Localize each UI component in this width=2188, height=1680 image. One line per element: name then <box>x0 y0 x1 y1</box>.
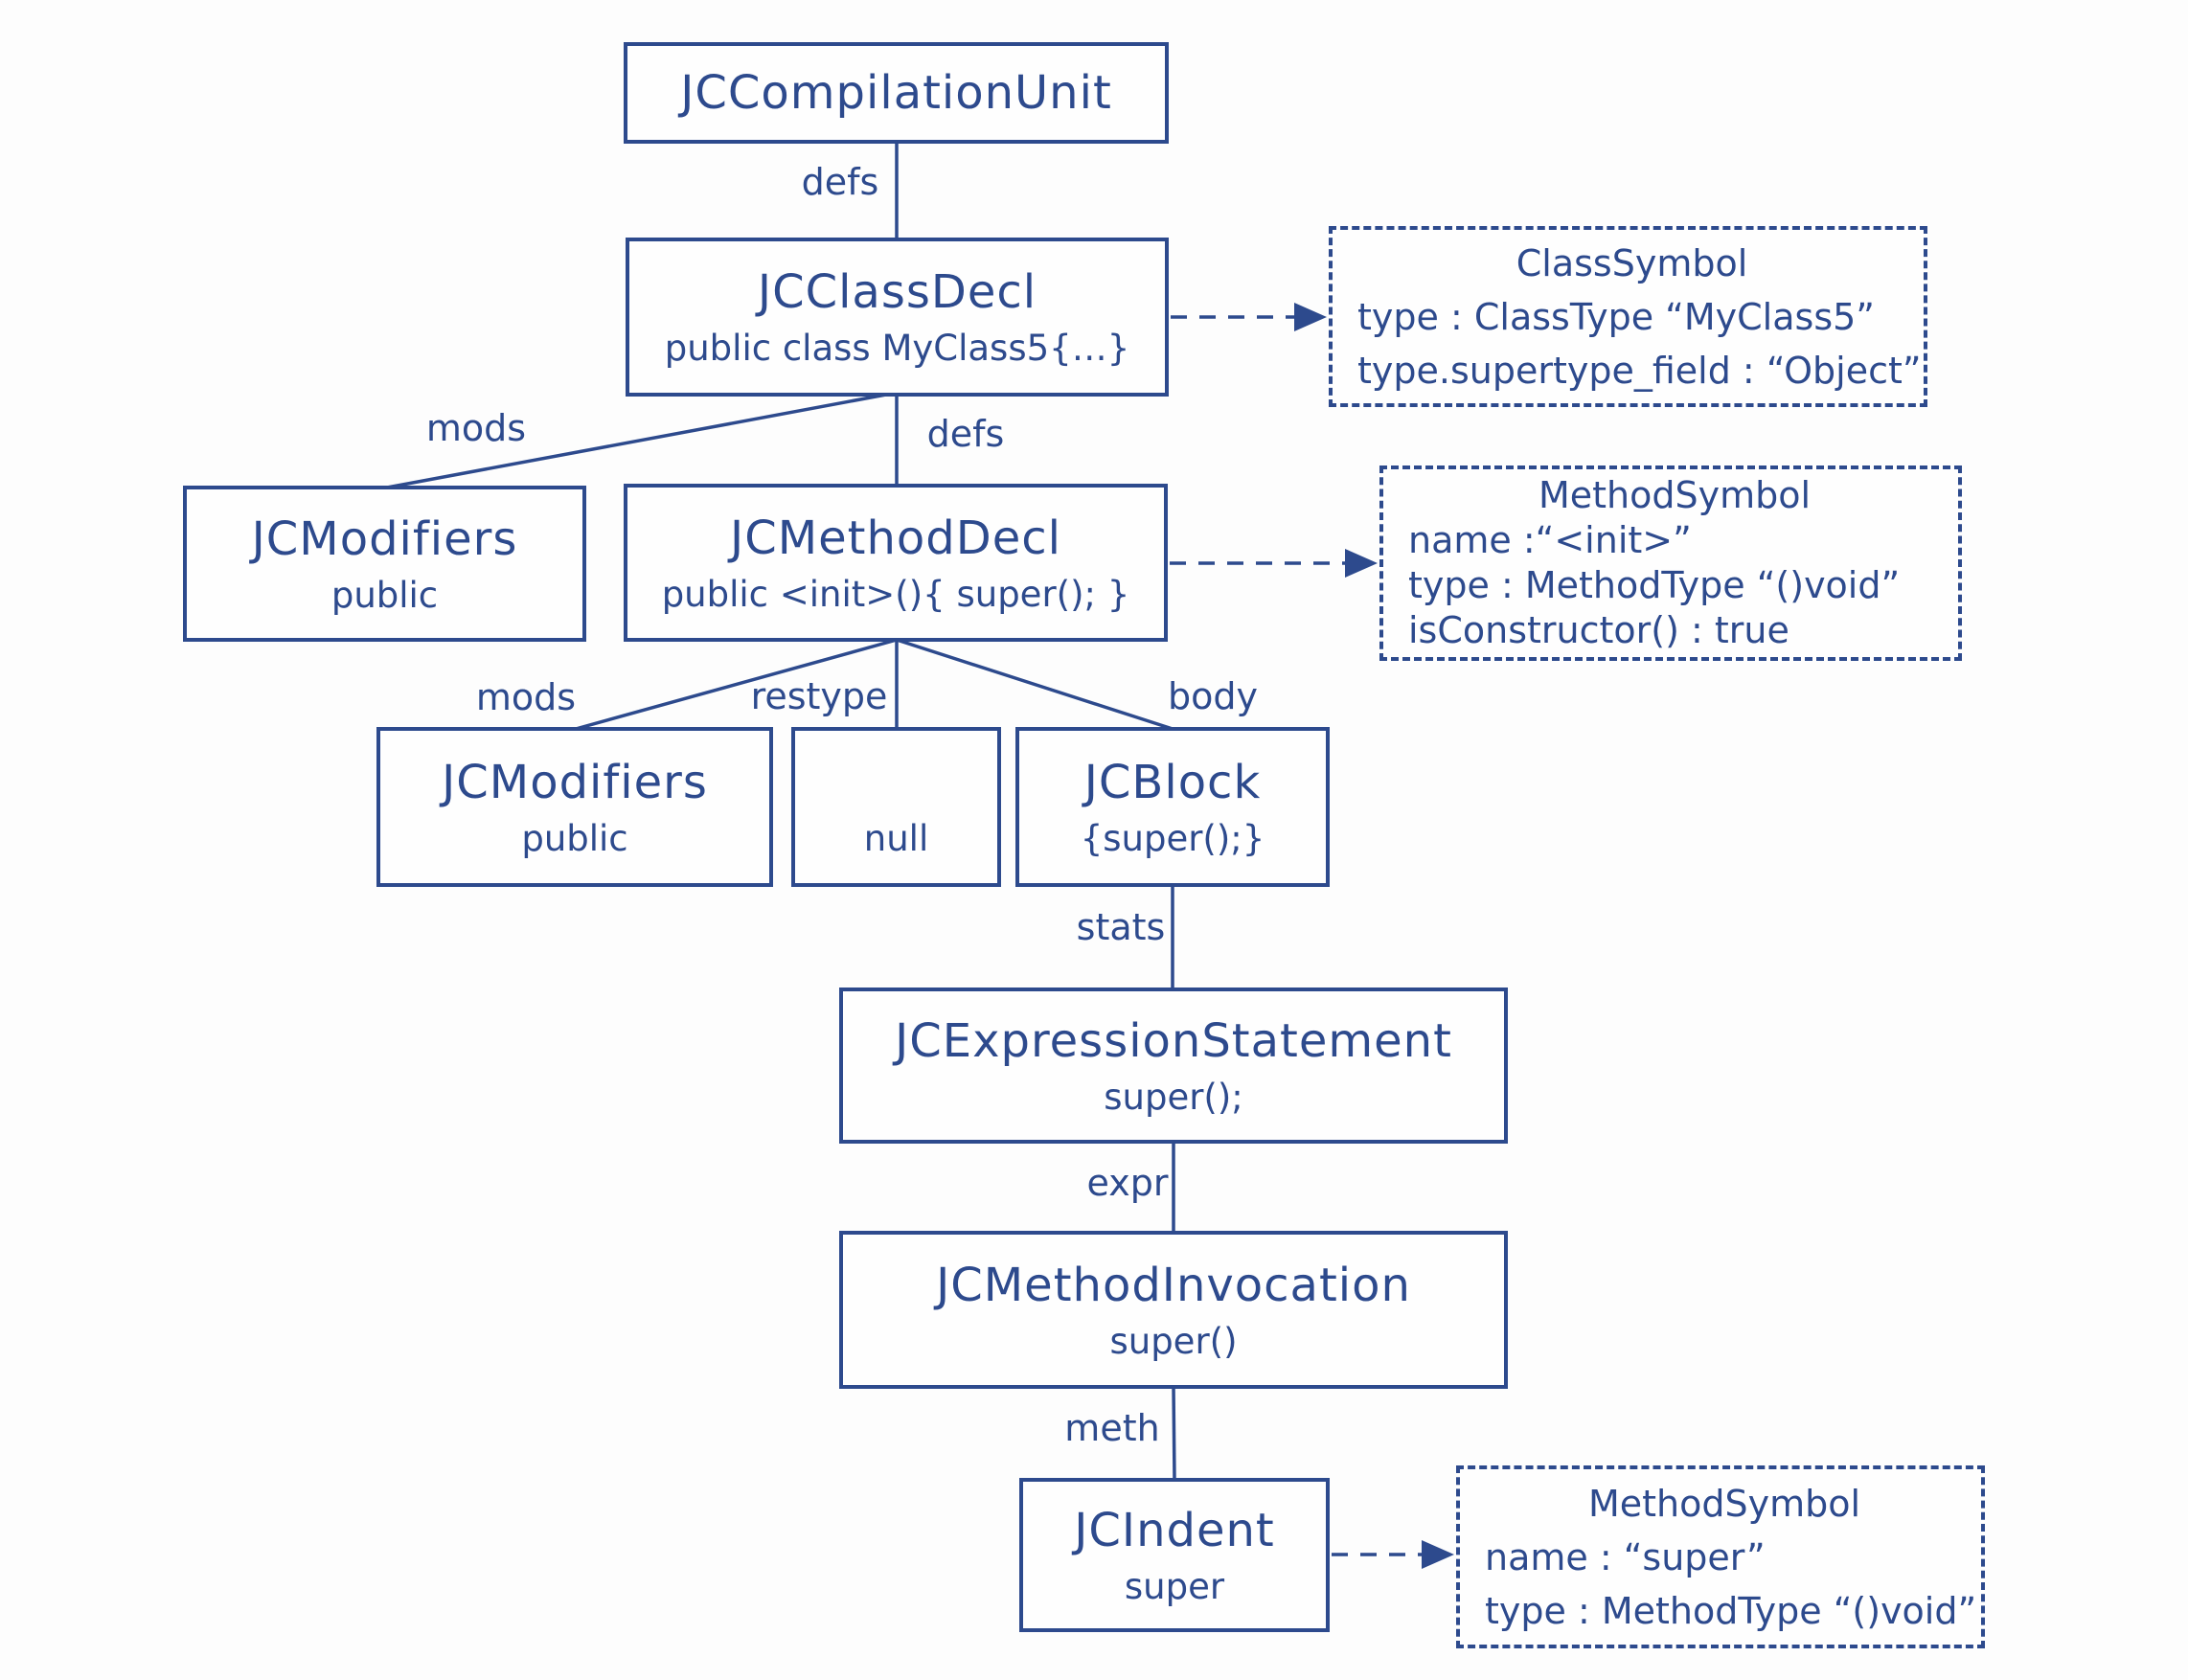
symbol-line: type : MethodType “()void” <box>1485 1589 1977 1632</box>
node-jcblock: JCBlock {super();} <box>1015 727 1330 887</box>
node-title: JCBlock <box>1083 755 1262 809</box>
edge-label-restype: restype <box>750 675 888 717</box>
node-title: JCModifiers <box>251 511 518 566</box>
edge-label-expr: expr <box>1086 1162 1169 1204</box>
symbol-line: type : MethodType “()void” <box>1408 564 1901 606</box>
arrowhead-method-symbol-super <box>1422 1540 1454 1569</box>
node-title: JCClassDecl <box>757 265 1037 319</box>
node-jcmethodinvocation: JCMethodInvocation super() <box>839 1231 1508 1389</box>
symbol-title: ClassSymbol <box>1516 241 1748 284</box>
arrowhead-class-symbol <box>1294 303 1327 331</box>
symbol-title: MethodSymbol <box>1538 474 1812 516</box>
edge-label-meth: meth <box>1064 1407 1160 1449</box>
node-subtitle: public <box>521 817 628 859</box>
node-jccompilationunit: JCCompilationUnit <box>624 42 1169 144</box>
symbol-classsymbol: ClassSymbol type : ClassType “MyClass5” … <box>1329 226 1927 407</box>
edge-label-body: body <box>1168 675 1258 717</box>
node-jcmethoddecl: JCMethodDecl public <init>(){ super(); } <box>624 484 1168 642</box>
node-subtitle: super() <box>1109 1320 1238 1362</box>
node-jcclassdecl: JCClassDecl public class MyClass5{…} <box>626 238 1169 397</box>
node-title: JCExpressionStatement <box>895 1013 1452 1068</box>
node-jcmodifiers-class: JCModifiers public <box>183 486 586 642</box>
node-null: null <box>791 727 1001 887</box>
symbol-line: type : ClassType “MyClass5” <box>1357 295 1875 338</box>
node-title: JCModifiers <box>442 755 708 809</box>
node-title: JCIndent <box>1074 1503 1275 1557</box>
edge-label-mods-method: mods <box>475 676 577 718</box>
edge-mods-class <box>386 393 887 489</box>
edge-label-stats: stats <box>1076 906 1166 948</box>
symbol-methodsymbol-init: MethodSymbol name :“<init>” type : Metho… <box>1379 465 1962 661</box>
edge-label-mods-class: mods <box>425 407 527 449</box>
edge-body <box>896 638 1174 731</box>
node-jcindent: JCIndent super <box>1019 1478 1330 1632</box>
node-subtitle: super <box>1124 1565 1225 1607</box>
symbol-line: type.supertype_field : “Object” <box>1357 349 1922 392</box>
node-jcmodifiers-method: JCModifiers public <box>376 727 773 887</box>
symbol-line: name : “super” <box>1485 1535 1766 1578</box>
edge-label-defs-mid: defs <box>926 413 1005 455</box>
node-jcexpressionstatement: JCExpressionStatement super(); <box>839 988 1508 1144</box>
node-subtitle: public class MyClass5{…} <box>664 328 1130 369</box>
node-title: JCMethodInvocation <box>936 1258 1411 1312</box>
symbol-line: name :“<init>” <box>1408 519 1692 561</box>
node-subtitle: {super();} <box>1080 817 1265 859</box>
symbol-line: isConstructor() : true <box>1408 609 1789 651</box>
arrowhead-method-symbol-init <box>1345 549 1378 578</box>
node-subtitle: public <box>330 574 439 616</box>
edge-label-defs-top: defs <box>801 161 879 203</box>
node-title: JCCompilationUnit <box>680 66 1112 120</box>
symbol-methodsymbol-super: MethodSymbol name : “super” type : Metho… <box>1456 1465 1985 1648</box>
node-title: JCMethodDecl <box>730 511 1061 565</box>
node-subtitle: public <init>(){ super(); } <box>661 573 1130 615</box>
edge-mods-method <box>575 638 898 731</box>
node-subtitle: null <box>863 817 929 859</box>
symbol-title: MethodSymbol <box>1587 1482 1861 1525</box>
node-subtitle: super(); <box>1104 1076 1243 1118</box>
